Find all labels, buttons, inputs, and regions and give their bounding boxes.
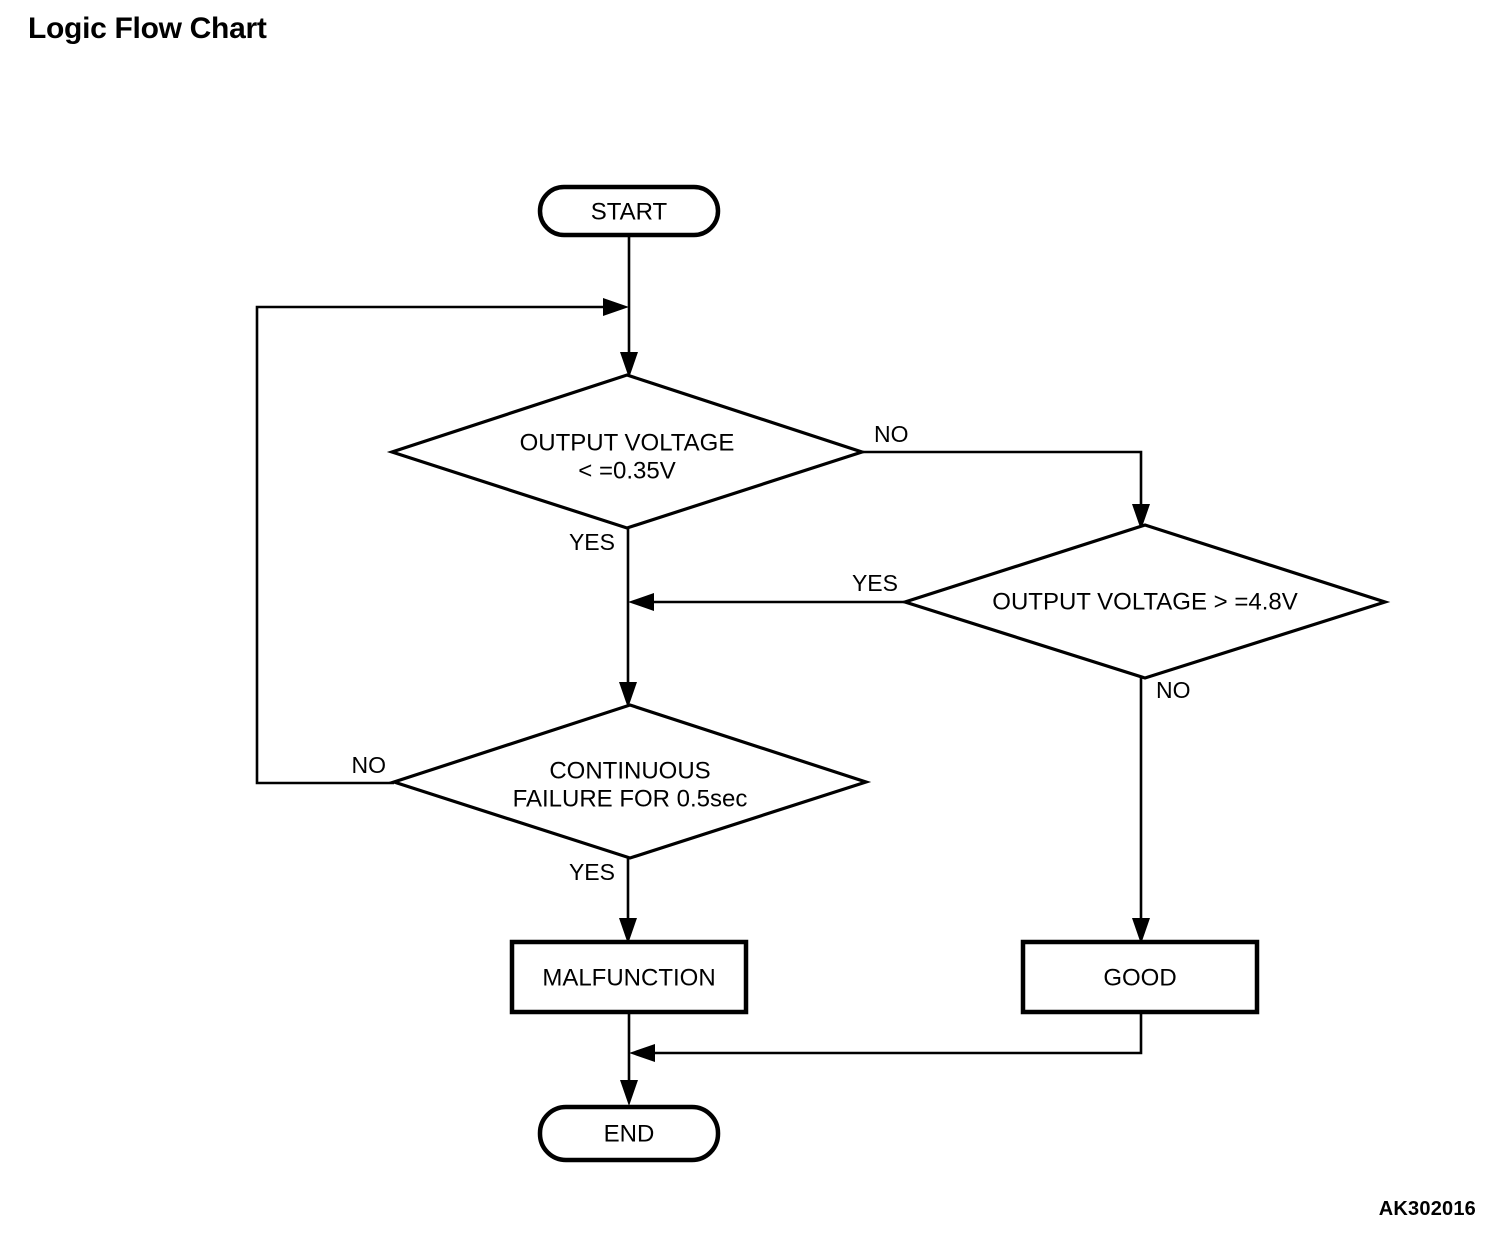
node-decision1-label-line1: OUTPUT VOLTAGE [520,429,735,456]
node-good-label: GOOD [1103,964,1176,991]
node-decision-continuous-failure[interactable]: CONTINUOUS FAILURE FOR 0.5sec [388,703,872,860]
edge-decision2-no-to-good: NO [1132,677,1191,944]
node-end-label: END [604,1120,655,1147]
edge-decision3-yes-to-malfunction: YES [569,858,637,944]
node-malfunction[interactable]: MALFUNCTION [509,939,749,1015]
node-good[interactable]: GOOD [1020,939,1260,1015]
edge-malfunction-to-end [620,1012,638,1106]
edge-start-to-decision1 [620,235,638,378]
node-end[interactable]: END [537,1104,721,1163]
edge-decision3-no-feedback: NO [255,298,629,785]
node-decision3-label-line2: FAILURE FOR 0.5sec [513,785,748,812]
edge-good-to-end [629,1012,1143,1062]
edge-label-decision1-yes: YES [569,529,615,555]
page-title: Logic Flow Chart [28,12,267,45]
node-decision3-label-line1: CONTINUOUS [549,757,710,784]
edge-label-decision3-no: NO [352,752,387,778]
node-start[interactable]: START [537,184,721,238]
edge-decision2-yes-to-trunk: YES [628,570,905,611]
edge-label-decision3-yes: YES [569,859,615,885]
figure-code: AK302016 [1378,1198,1476,1220]
edge-decision1-yes-to-decision3: YES [569,528,637,708]
node-decision-output-voltage-high[interactable]: OUTPUT VOLTAGE > =4.8V [899,523,1391,680]
edge-label-decision2-yes: YES [852,570,898,596]
node-decision-output-voltage-low[interactable]: OUTPUT VOLTAGE < =0.35V [386,373,868,530]
node-malfunction-label: MALFUNCTION [542,964,715,991]
edge-label-decision1-no: NO [874,421,909,447]
edge-decision1-no-to-decision2: NO [862,421,1150,530]
node-start-label: START [591,198,668,225]
node-decision1-label-line2: < =0.35V [578,457,675,484]
edge-label-decision2-no: NO [1156,677,1191,703]
node-decision2-label-line1: OUTPUT VOLTAGE > =4.8V [992,588,1297,615]
